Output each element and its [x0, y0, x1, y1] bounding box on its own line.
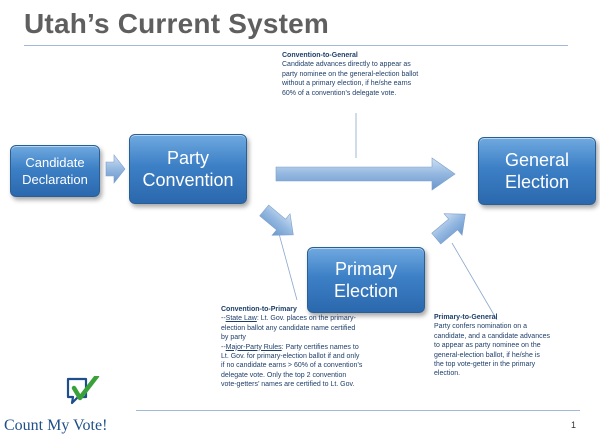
- note-ctp-state-prefix: --: [221, 315, 226, 323]
- box-primary-election: Primary Election: [307, 247, 425, 313]
- note-ctg-line: Candidate advances directly to appear as: [282, 61, 411, 69]
- note-ctp-line: Lt. Gov. for primary-election ballot if …: [221, 353, 360, 361]
- box-party-line2: Convention: [142, 170, 234, 190]
- note-ctg-heading: Convention-to-General: [282, 52, 358, 59]
- box-candidate-declaration: Candidate Declaration: [10, 145, 100, 197]
- footer-rule: [136, 410, 580, 411]
- note-ctp-rules-rest: : Party certifies names to: [281, 343, 359, 351]
- note-ptg-line: to appear as party nominee on the: [434, 342, 541, 350]
- note-ptg-line: the top vote-getter in the primary: [434, 361, 536, 369]
- title-rule: [24, 45, 568, 46]
- box-general-line2: Election: [504, 172, 570, 192]
- note-convention-to-general: Convention-to-General Candidate advances…: [282, 51, 482, 98]
- leader-line-convention-to-primary: [277, 229, 298, 301]
- note-convention-to-primary: Convention-to-Primary --State Law: Lt. G…: [221, 305, 411, 390]
- note-primary-to-general: Primary-to-General Party confers nominat…: [434, 313, 594, 379]
- note-ctg-line: party nominee on the general-election ba…: [282, 70, 419, 78]
- note-ctp-line: vote-getters’ names are certified to Lt.…: [221, 381, 355, 389]
- note-ptg-line: general-election ballot, if he/she is: [434, 351, 540, 359]
- note-ctp-state-law-rest: : Lt. Gov. places on the primary-: [256, 315, 356, 323]
- note-ctp-heading: Convention-to-Primary: [221, 306, 297, 313]
- note-ctg-line: 60% of a convention’s delegate vote.: [282, 89, 397, 97]
- box-candidate-line2: Declaration: [22, 172, 88, 187]
- arrow-candidate-to-party: [105, 154, 126, 184]
- arrow-party-to-primary: [259, 204, 294, 236]
- note-ptg-line: Party confers nomination on a: [434, 323, 527, 331]
- slide-title: Utah’s Current System: [24, 8, 330, 39]
- note-ctp-rules-prefix: --: [221, 343, 226, 351]
- note-ctp-rules-label: Major-Party Rules: [225, 343, 282, 351]
- box-primary-line2: Election: [333, 281, 399, 301]
- box-general-line1: General: [504, 150, 570, 170]
- note-ctp-line: election ballot any candidate name certi…: [221, 324, 356, 332]
- note-ctg-line: without a primary election, if he/she ea…: [282, 80, 412, 88]
- checkmark-logo-icon: [66, 376, 100, 405]
- note-ctp-line: by party: [221, 334, 246, 342]
- box-candidate-line1: Candidate: [25, 155, 85, 170]
- box-party-line1: Party: [166, 148, 209, 168]
- page-number: 1: [571, 420, 577, 430]
- note-ctp-state-law-label: State Law: [225, 315, 257, 323]
- note-ptg-line: candidate, and a candidate advances: [434, 332, 550, 340]
- box-general-election: General Election: [478, 137, 596, 205]
- note-ptg-heading: Primary-to-General: [434, 314, 498, 321]
- note-ctp-line: delegate vote. Only the top 2 convention: [221, 371, 347, 379]
- arrow-party-to-general: [275, 157, 456, 191]
- note-ctp-line: if no candidate earns > 60% of a convent…: [221, 362, 363, 370]
- logo-text: Count My Vote!: [4, 417, 108, 434]
- note-ptg-line: election.: [434, 370, 461, 378]
- arrow-primary-to-general: [431, 213, 466, 245]
- box-primary-line1: Primary: [334, 259, 397, 279]
- leader-line-primary-to-general: [451, 242, 498, 321]
- box-party-convention: Party Convention: [129, 134, 247, 204]
